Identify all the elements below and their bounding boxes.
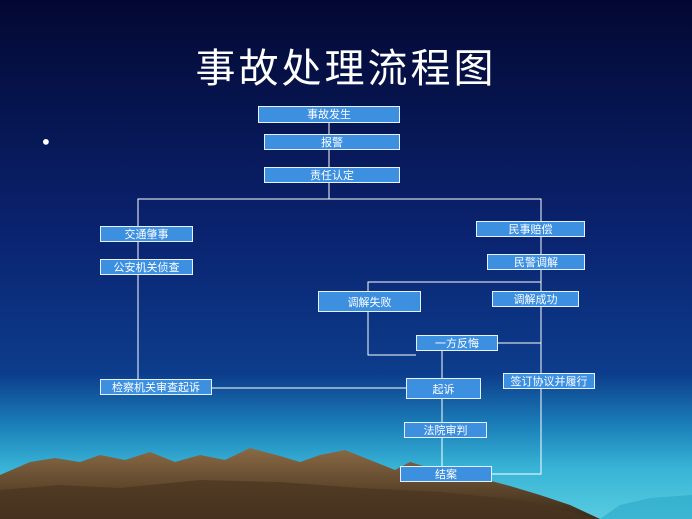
node-civil-compensation: 民事赔偿 <box>476 221 585 237</box>
page-title: 事故处理流程图 <box>195 46 497 92</box>
node-police-investigation: 公安机关侦查 <box>100 259 193 275</box>
node-liability: 责任认定 <box>264 167 400 183</box>
node-case-closed: 结案 <box>400 466 492 482</box>
node-court-trial: 法院审判 <box>404 422 487 438</box>
node-accident: 事故发生 <box>258 106 400 123</box>
node-lawsuit: 起诉 <box>406 378 481 399</box>
node-police-mediation: 民警调解 <box>487 254 585 270</box>
node-mediation-success: 调解成功 <box>492 291 579 307</box>
bullet-point: • <box>40 130 52 154</box>
node-one-party-regret: 一方反悔 <box>416 335 498 351</box>
node-prosecution-review: 检察机关审查起诉 <box>100 379 212 395</box>
node-report: 报警 <box>264 134 400 150</box>
node-traffic-crime: 交通肇事 <box>100 226 193 242</box>
node-sign-agreement: 签订协议并履行 <box>503 373 595 389</box>
node-mediation-failed: 调解失败 <box>318 291 421 312</box>
